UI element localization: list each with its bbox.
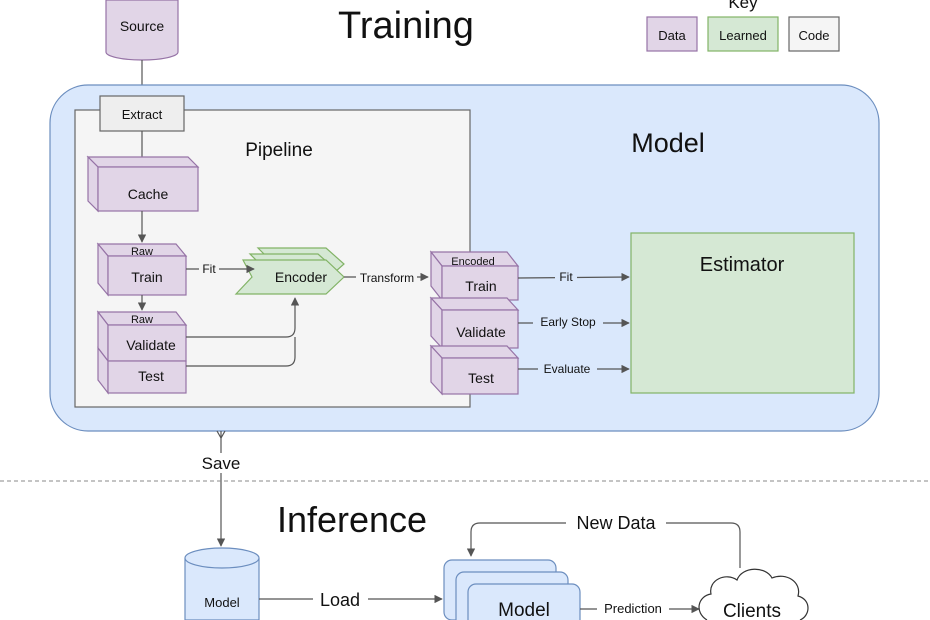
- encoded-train-cube: Encoded Train: [429, 250, 520, 302]
- key-code-label: Code: [798, 28, 829, 43]
- encoded-train-tag: Encoded: [451, 256, 494, 268]
- raw-test-cube: Test: [97, 346, 187, 395]
- fit-estimator-label: Fit: [559, 270, 573, 284]
- evaluate-label: Evaluate: [544, 362, 591, 376]
- estimator-label: Estimator: [700, 254, 785, 276]
- encoded-test-label: Test: [468, 370, 494, 386]
- key-learned-label: Learned: [719, 28, 767, 43]
- key-data-label: Data: [658, 28, 686, 43]
- prediction-label: Prediction: [604, 601, 662, 616]
- source-cylinder: Source: [105, 0, 179, 61]
- estimator-box: [630, 232, 855, 394]
- raw-validate-tag: Raw: [131, 314, 153, 326]
- save-label: Save: [202, 454, 241, 473]
- validate-to-encoder-edge: [186, 297, 300, 338]
- saved-model-label: Model: [204, 595, 240, 610]
- clients-label: Clients: [723, 601, 781, 620]
- test-to-encoder-edge: [186, 337, 296, 367]
- training-title: Training: [338, 5, 474, 47]
- encoded-train-label: Train: [465, 278, 496, 294]
- clients-cloud: Clients: [698, 568, 809, 620]
- encoded-validate-label: Validate: [456, 324, 506, 340]
- early-stop-label: Early Stop: [540, 315, 596, 329]
- fit-encoder-label: Fit: [202, 262, 216, 276]
- key-data-swatch: [646, 16, 698, 52]
- key-code-swatch: [788, 16, 840, 52]
- raw-validate-label: Validate: [126, 337, 176, 353]
- raw-test-label: Test: [138, 368, 164, 384]
- key-legend: Key Data Learned Code: [646, 0, 840, 52]
- source-label: Source: [120, 18, 165, 34]
- load-label: Load: [320, 590, 360, 610]
- extract-box: [99, 95, 185, 132]
- raw-train-label: Train: [131, 269, 162, 285]
- extract-label: Extract: [122, 107, 163, 122]
- served-model-label: Model: [498, 600, 550, 620]
- encoder-shape: Encoder: [234, 247, 345, 295]
- cache-cube: Cache: [86, 155, 200, 213]
- raw-validate-cube: Raw Validate: [96, 310, 188, 363]
- served-model-stack: Model: [443, 559, 581, 620]
- cache-label: Cache: [128, 186, 169, 202]
- encoded-validate-cube: Validate: [429, 296, 520, 350]
- pipeline-label: Pipeline: [245, 140, 313, 161]
- model-region-label: Model: [631, 128, 705, 158]
- key-title: Key: [728, 0, 758, 12]
- new-data-label: New Data: [576, 513, 656, 533]
- raw-train-cube: Raw Train: [96, 242, 188, 297]
- encoded-test-cube: Test: [429, 344, 520, 396]
- encoder-label: Encoder: [275, 269, 327, 285]
- inference-title: Inference: [277, 499, 427, 540]
- raw-train-tag: Raw: [131, 246, 153, 258]
- key-learned-swatch: [707, 16, 779, 52]
- saved-model-cylinder: Model: [184, 547, 260, 620]
- transform-label: Transform: [360, 271, 414, 285]
